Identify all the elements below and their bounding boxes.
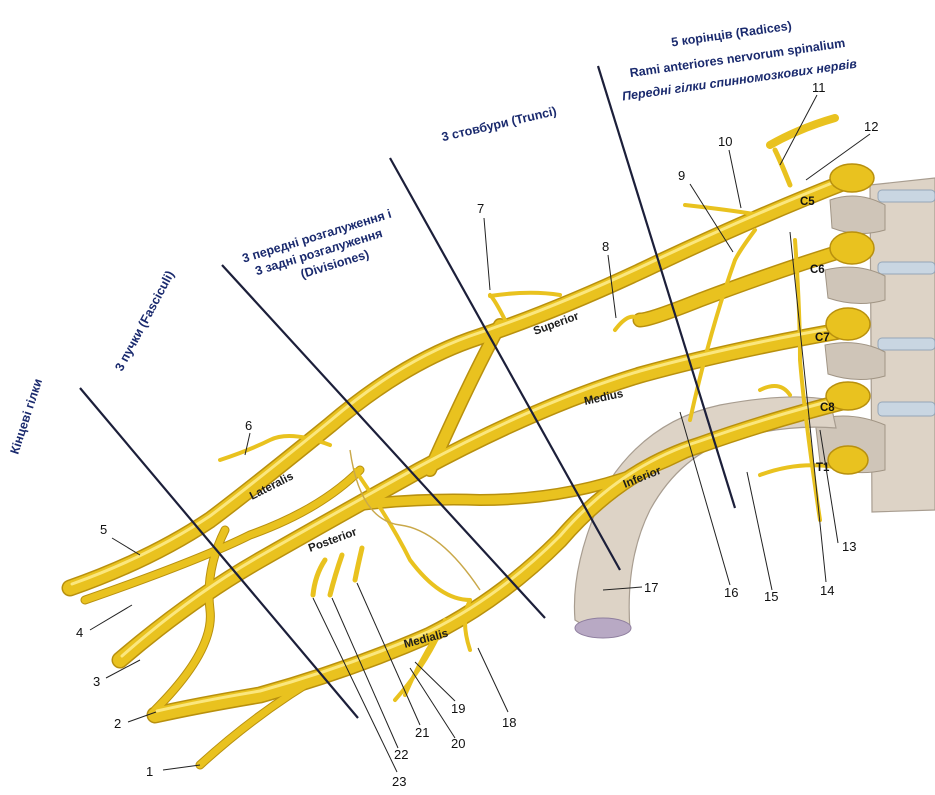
first-rib bbox=[573, 396, 837, 639]
callout-8: 8 bbox=[602, 239, 609, 254]
callout-4: 4 bbox=[76, 625, 83, 640]
callout-3: 3 bbox=[93, 674, 100, 689]
callout-22: 22 bbox=[394, 747, 408, 762]
nerve-network bbox=[61, 114, 875, 770]
header-fasciculi: 3 пучки (Fasciculi) bbox=[112, 268, 177, 373]
callout-9: 9 bbox=[678, 168, 685, 183]
callout-5: 5 bbox=[100, 522, 107, 537]
region-dividers bbox=[79, 65, 737, 719]
callout-20: 20 bbox=[451, 736, 465, 751]
callout-23: 23 bbox=[392, 774, 406, 789]
callout-17: 17 bbox=[644, 580, 658, 595]
callout-1: 1 bbox=[146, 764, 153, 779]
leader-lines bbox=[89, 94, 871, 773]
header-radices-line1: 5 корінців (Radices) bbox=[670, 19, 792, 50]
callout-14: 14 bbox=[820, 583, 834, 598]
header-terminal-branches: Кінцеві гілки bbox=[8, 377, 46, 456]
callout-2: 2 bbox=[114, 716, 121, 731]
callout-21: 21 bbox=[415, 725, 429, 740]
numbered-callouts: 1 2 3 4 5 6 7 8 9 10 11 12 13 14 15 16 1… bbox=[76, 80, 878, 789]
label-root-c8: C8 bbox=[820, 402, 835, 414]
callout-15: 15 bbox=[764, 589, 778, 604]
label-root-c6: C6 bbox=[810, 264, 825, 276]
callout-11: 11 bbox=[812, 80, 826, 95]
callout-13: 13 bbox=[842, 539, 856, 554]
vertebral-column bbox=[814, 177, 935, 513]
label-root-t1: T1 bbox=[816, 462, 830, 474]
callout-12: 12 bbox=[864, 119, 878, 134]
callout-10: 10 bbox=[718, 134, 732, 149]
callout-19: 19 bbox=[451, 701, 465, 716]
label-root-c5: C5 bbox=[800, 196, 815, 208]
callout-7: 7 bbox=[477, 201, 484, 216]
label-root-c7: C7 bbox=[815, 332, 830, 344]
callout-6: 6 bbox=[245, 418, 252, 433]
callout-16: 16 bbox=[724, 585, 738, 600]
header-trunci: 3 стовбури (Trunci) bbox=[440, 104, 558, 144]
callout-18: 18 bbox=[502, 715, 516, 730]
